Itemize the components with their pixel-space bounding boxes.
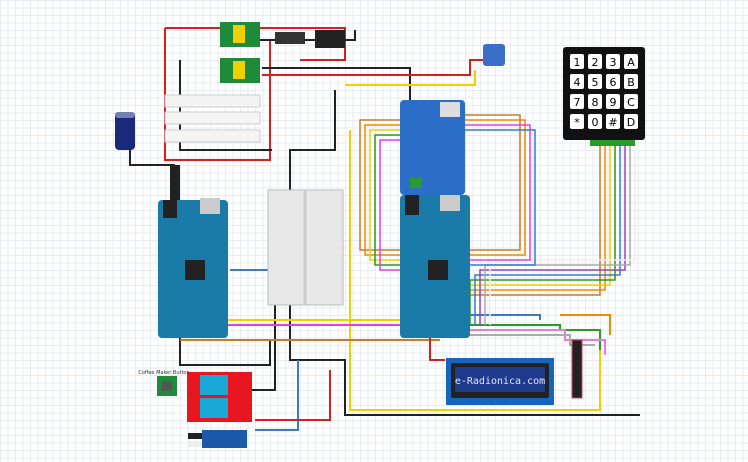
- keypad-key-label: 7: [574, 96, 581, 109]
- wire-black: [262, 67, 411, 100]
- keypad-key-label: 4: [574, 76, 581, 89]
- power-socket: [315, 30, 345, 48]
- keypad-key[interactable]: [588, 94, 602, 109]
- keypad-key[interactable]: [606, 94, 620, 109]
- keypad-key-label: B: [627, 76, 635, 89]
- keypad-key[interactable]: [570, 54, 584, 69]
- button-label: Coffee Maker Button: [138, 370, 189, 376]
- keypad-key-label: 1: [574, 56, 581, 69]
- keypad-key[interactable]: [570, 74, 584, 89]
- keypad-key[interactable]: [624, 94, 638, 109]
- keypad-key-label: 3: [610, 56, 617, 69]
- keypad-key[interactable]: [606, 54, 620, 69]
- wire-yellow: [349, 130, 601, 411]
- keypad-key[interactable]: [624, 74, 638, 89]
- relay-module: [187, 372, 252, 422]
- module-header: [571, 339, 583, 399]
- keypad-key[interactable]: [588, 74, 602, 89]
- lcd-text: e-Radionica.com: [455, 376, 545, 387]
- wire-blue: [470, 314, 541, 320]
- wifi-shield: [400, 100, 465, 195]
- ir-sensor: [188, 430, 247, 448]
- barrel-plug: [170, 165, 180, 200]
- keypad-key[interactable]: [570, 94, 584, 109]
- keypad-key-label: 5: [592, 76, 599, 89]
- power-module-2: [220, 58, 260, 83]
- wire-black: [179, 60, 272, 151]
- breadboard: [267, 189, 344, 306]
- lcd-display: e-Radionica.com: [446, 358, 554, 405]
- keypad-key-label: 6: [610, 76, 617, 89]
- keypad-key-label: C: [627, 96, 635, 109]
- keypad-key[interactable]: [570, 114, 584, 129]
- wire-black: [250, 300, 276, 391]
- keypad-key-label: A: [627, 56, 635, 69]
- coffee-maker-button[interactable]: [157, 376, 177, 396]
- sensor-module: [483, 44, 505, 66]
- keypad-key-label: *: [574, 116, 580, 129]
- wire-black: [129, 150, 175, 166]
- wire-red: [262, 59, 485, 76]
- power-module-1: [220, 22, 260, 47]
- keypad-key-label: 8: [592, 96, 599, 109]
- keypad-key[interactable]: [606, 74, 620, 89]
- keypad-key[interactable]: [588, 114, 602, 129]
- capacitor: [115, 112, 135, 150]
- wire-pink: [440, 329, 606, 355]
- arduino-mega-right: [400, 195, 470, 338]
- keypad-key[interactable]: [606, 114, 620, 129]
- wire-yellow: [345, 70, 476, 86]
- keypad-key-label: 9: [610, 96, 617, 109]
- wire-black: [179, 335, 271, 366]
- arduino-mega-left: [158, 198, 228, 338]
- wire-red: [429, 330, 445, 361]
- keypad-key[interactable]: [624, 54, 638, 69]
- keypad-key[interactable]: [624, 114, 638, 129]
- keypad-key-label: #: [608, 116, 617, 129]
- wire-red: [255, 370, 331, 421]
- keypad-key-label: D: [627, 116, 635, 129]
- wire-red: [164, 28, 271, 161]
- wire-black: [289, 90, 640, 416]
- dc-jack: [275, 32, 305, 44]
- wire-blue: [255, 360, 299, 431]
- keypad-key-label: 0: [592, 116, 599, 129]
- wire-orange: [560, 314, 611, 335]
- keypad-key[interactable]: [588, 54, 602, 69]
- keypad-key-label: 2: [592, 56, 599, 69]
- led-strip: [164, 94, 261, 143]
